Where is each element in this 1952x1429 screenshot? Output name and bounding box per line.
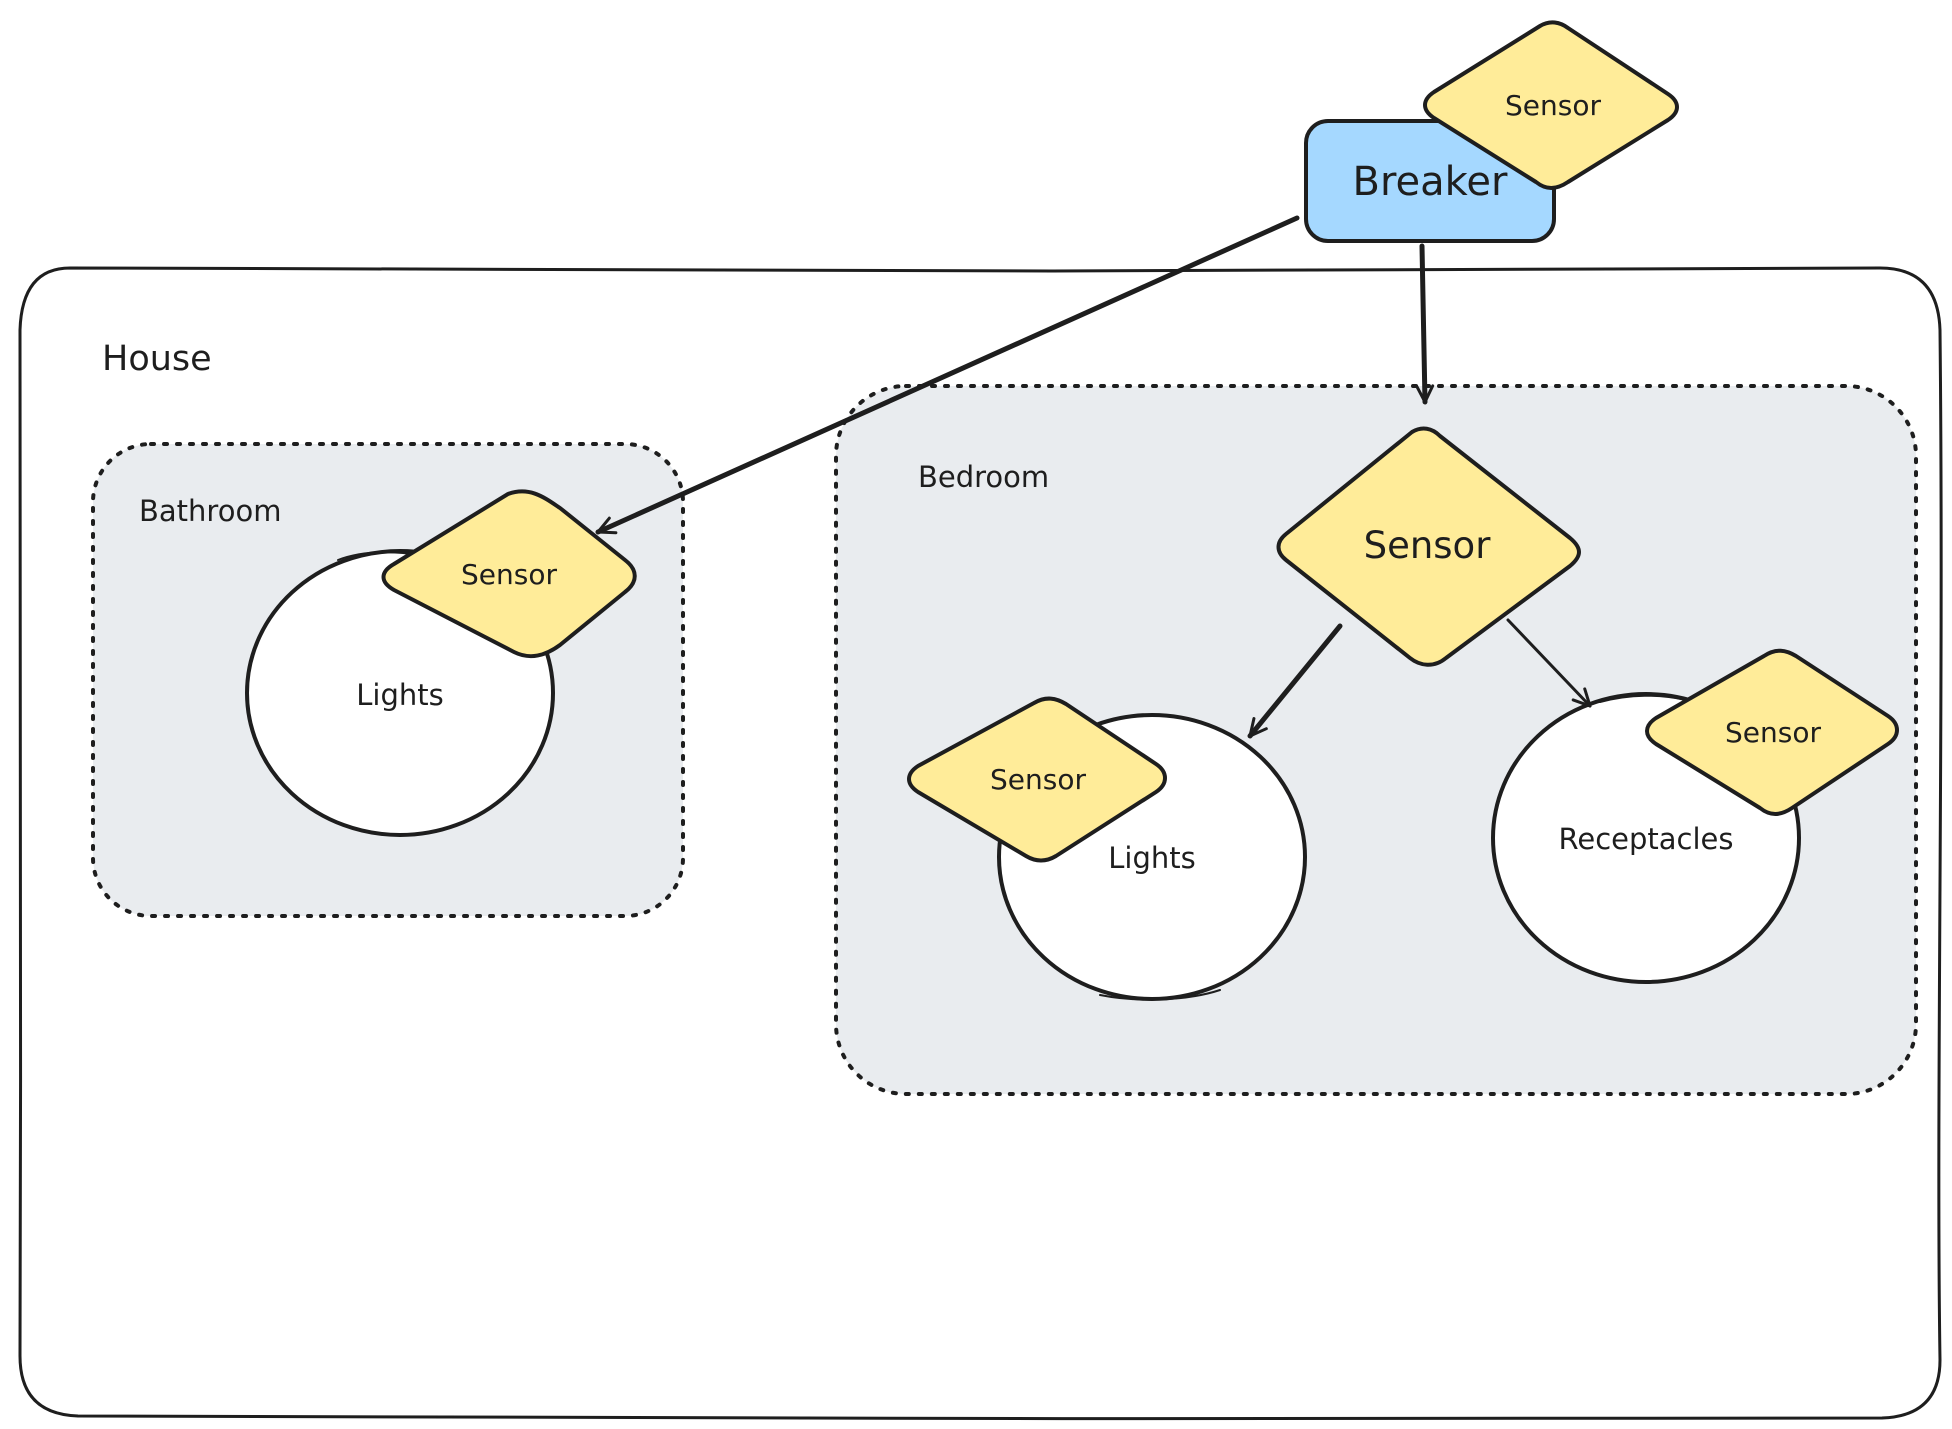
bedroom-receptacles-label: Receptacles (1559, 822, 1734, 856)
bedroom-main-sensor[interactable]: Sensor (1276, 426, 1581, 667)
bathroom-zone[interactable]: Bathroom Lights Sensor (91, 442, 685, 918)
breaker-sensor-label: Sensor (1505, 89, 1601, 122)
arrow-breaker-to-bedroom[interactable] (1415, 243, 1435, 405)
arrow-sensor-to-bedroom-lights[interactable] (1247, 623, 1343, 739)
bathroom-sensor[interactable]: Sensor (381, 489, 637, 659)
bedroom-zone[interactable]: Bedroom Sensor Lights Sensor Receptacles… (834, 384, 1918, 1096)
bedroom-lights-sensor[interactable]: Sensor (907, 696, 1167, 863)
bedroom-main-sensor-diamond (1276, 426, 1581, 667)
bedroom-lights-sketch-stroke (1099, 989, 1221, 1001)
breaker-sensor[interactable]: Sensor (1423, 20, 1679, 190)
bedroom-main-sensor-label: Sensor (1364, 524, 1492, 567)
bedroom-receptacles-sensor[interactable]: Sensor (1645, 648, 1899, 816)
bedroom-receptacles-sensor-diamond (1645, 648, 1899, 816)
bathroom-label: Bathroom (139, 494, 281, 528)
bathroom-lights-label: Lights (356, 678, 443, 712)
house-label: House (102, 339, 212, 379)
bedroom-receptacles-sketch-stroke (1599, 694, 1687, 703)
bedroom-lights-label: Lights (1108, 841, 1195, 875)
bathroom-sensor-label: Sensor (461, 558, 557, 591)
house-container[interactable]: House (17, 266, 1943, 1421)
breaker-label: Breaker (1353, 159, 1508, 205)
house-border (17, 266, 1943, 1421)
bedroom-label: Bedroom (918, 460, 1049, 494)
bathroom-sensor-diamond (381, 489, 637, 659)
connectors (595, 215, 1592, 739)
bedroom-lights-sensor-label: Sensor (990, 763, 1086, 796)
bedroom-receptacles-sensor-label: Sensor (1725, 716, 1821, 749)
arrow-breaker-to-bathroom-sensor[interactable] (595, 215, 1300, 535)
arrow-sensor-to-receptacles[interactable] (1506, 618, 1592, 708)
breaker-sensor-diamond (1423, 20, 1679, 190)
bedroom-lights-sensor-diamond (907, 696, 1167, 863)
